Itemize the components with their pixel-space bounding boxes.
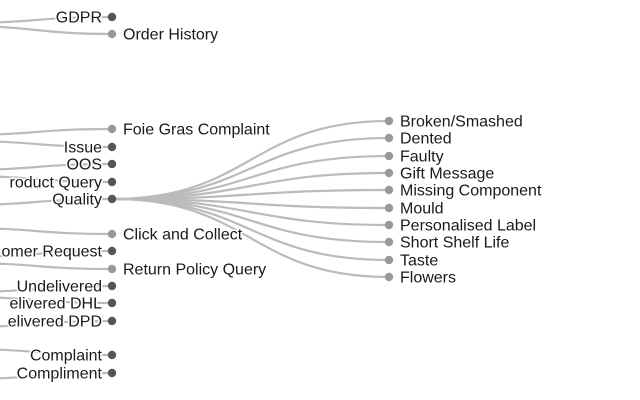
node-label: Issue <box>64 140 102 157</box>
node-label: roduct Query <box>10 175 102 192</box>
node-label: Short Shelf Life <box>400 235 510 252</box>
link-quality-flowers <box>111 197 390 279</box>
node-circle[interactable] <box>107 124 117 134</box>
node-label: Foie Gras Complaint <box>123 122 270 139</box>
node-circle[interactable] <box>384 220 394 230</box>
node-circle[interactable] <box>107 368 117 378</box>
node-circle[interactable] <box>384 168 394 178</box>
node-circle[interactable] <box>384 272 394 282</box>
tree-node-gdpr[interactable]: GDPR <box>54 8 117 28</box>
tree-node-personalised-label[interactable]: Personalised Label <box>384 216 538 236</box>
node-circle[interactable] <box>384 151 394 161</box>
node-circle[interactable] <box>107 29 117 39</box>
tree-node-compliment[interactable]: Compliment <box>15 364 117 384</box>
node-circle[interactable] <box>107 298 117 308</box>
tree-node-mould[interactable]: Mould <box>384 199 445 219</box>
tree-node-elivered-dhl[interactable]: elivered DHL <box>8 294 117 314</box>
node-label: Undelivered <box>17 279 102 296</box>
node-label: Missing Component <box>400 183 542 200</box>
tree-node-taste[interactable]: Taste <box>384 251 440 271</box>
link-elivered-dpd <box>0 319 113 328</box>
node-circle[interactable] <box>384 237 394 247</box>
node-label: elivered DPD <box>8 314 102 331</box>
link-issue <box>0 140 113 149</box>
link-omer-request <box>0 249 113 258</box>
node-circle[interactable] <box>107 264 117 274</box>
node-circle[interactable] <box>107 350 117 360</box>
node-circle[interactable] <box>107 194 117 204</box>
node-label: Faulty <box>400 149 444 166</box>
node-circle[interactable] <box>107 12 117 22</box>
node-label: Personalised Label <box>400 218 536 235</box>
node-circle[interactable] <box>107 142 117 152</box>
node-label: Complaint <box>30 348 103 365</box>
link-quality <box>0 197 113 206</box>
tree-node-oos[interactable]: OOS <box>65 155 117 175</box>
tree-node-quality[interactable]: Quality <box>51 190 117 210</box>
tree-node-omer-request[interactable]: omer Request <box>0 242 117 262</box>
node-label: Mould <box>400 201 444 218</box>
node-label: GDPR <box>56 10 102 27</box>
link-complaint <box>0 348 113 357</box>
tree-node-flowers[interactable]: Flowers <box>384 268 458 288</box>
tree-node-broken-smashed[interactable]: Broken/Smashed <box>384 112 524 132</box>
tree-node-complaint[interactable]: Complaint <box>28 346 117 366</box>
node-circle[interactable] <box>107 281 117 291</box>
node-circle[interactable] <box>384 116 394 126</box>
node-circle[interactable] <box>107 316 117 326</box>
link-elivered-dhl <box>0 296 113 305</box>
node-label: Order History <box>123 27 218 44</box>
link-return-policy-query <box>0 262 113 271</box>
tree-node-return-policy-query[interactable]: Return Policy Query <box>107 260 268 280</box>
link-foie-gras-complaint <box>0 127 113 136</box>
node-label: Click and Collect <box>123 227 243 244</box>
node-label: Gift Message <box>400 166 494 183</box>
link-click-and-collect <box>0 227 113 236</box>
tree-node-short-shelf-life[interactable]: Short Shelf Life <box>384 233 511 253</box>
tree-node-missing-component[interactable]: Missing Component <box>384 181 543 201</box>
node-circle[interactable] <box>384 255 394 265</box>
tree-node-foie-gras-complaint[interactable]: Foie Gras Complaint <box>107 120 272 140</box>
tree-node-gift-message[interactable]: Gift Message <box>384 164 496 184</box>
node-circle[interactable] <box>107 246 117 256</box>
node-circle[interactable] <box>107 177 117 187</box>
node-circle[interactable] <box>384 185 394 195</box>
link-order-history <box>0 25 113 36</box>
link-quality-missing-component <box>111 188 390 201</box>
tree-node-issue[interactable]: Issue <box>62 138 117 158</box>
node-label: Return Policy Query <box>123 262 266 279</box>
node-label: Compliment <box>17 366 103 383</box>
link-undelivered <box>0 284 113 293</box>
node-label: elivered DHL <box>10 296 103 313</box>
tree-node-undelivered[interactable]: Undelivered <box>15 277 117 297</box>
node-circle[interactable] <box>384 203 394 213</box>
link-quality-faulty <box>111 154 390 201</box>
node-label: OOS <box>66 157 102 174</box>
node-label: Flowers <box>400 270 456 287</box>
tree-node-dented[interactable]: Dented <box>384 129 453 149</box>
node-label: Taste <box>400 253 438 270</box>
links-layer <box>0 15 390 380</box>
node-circle[interactable] <box>107 159 117 169</box>
link-roduct-query <box>0 175 113 184</box>
tree-node-click-and-collect[interactable]: Click and Collect <box>107 225 244 245</box>
tree-node-order-history[interactable]: Order History <box>107 25 220 45</box>
node-label: Broken/Smashed <box>400 114 523 131</box>
link-compliment <box>0 371 113 380</box>
node-label: Dented <box>400 131 452 148</box>
tree-node-elivered-dpd[interactable]: elivered DPD <box>6 312 117 332</box>
link-oos <box>0 162 113 171</box>
node-circle[interactable] <box>107 229 117 239</box>
tree-node-roduct-query[interactable]: roduct Query <box>8 173 117 193</box>
node-label: Quality <box>52 192 102 209</box>
node-circle[interactable] <box>384 133 394 143</box>
node-label: omer Request <box>2 244 103 261</box>
tree-node-faulty[interactable]: Faulty <box>384 147 445 167</box>
link-gdpr <box>0 15 113 24</box>
